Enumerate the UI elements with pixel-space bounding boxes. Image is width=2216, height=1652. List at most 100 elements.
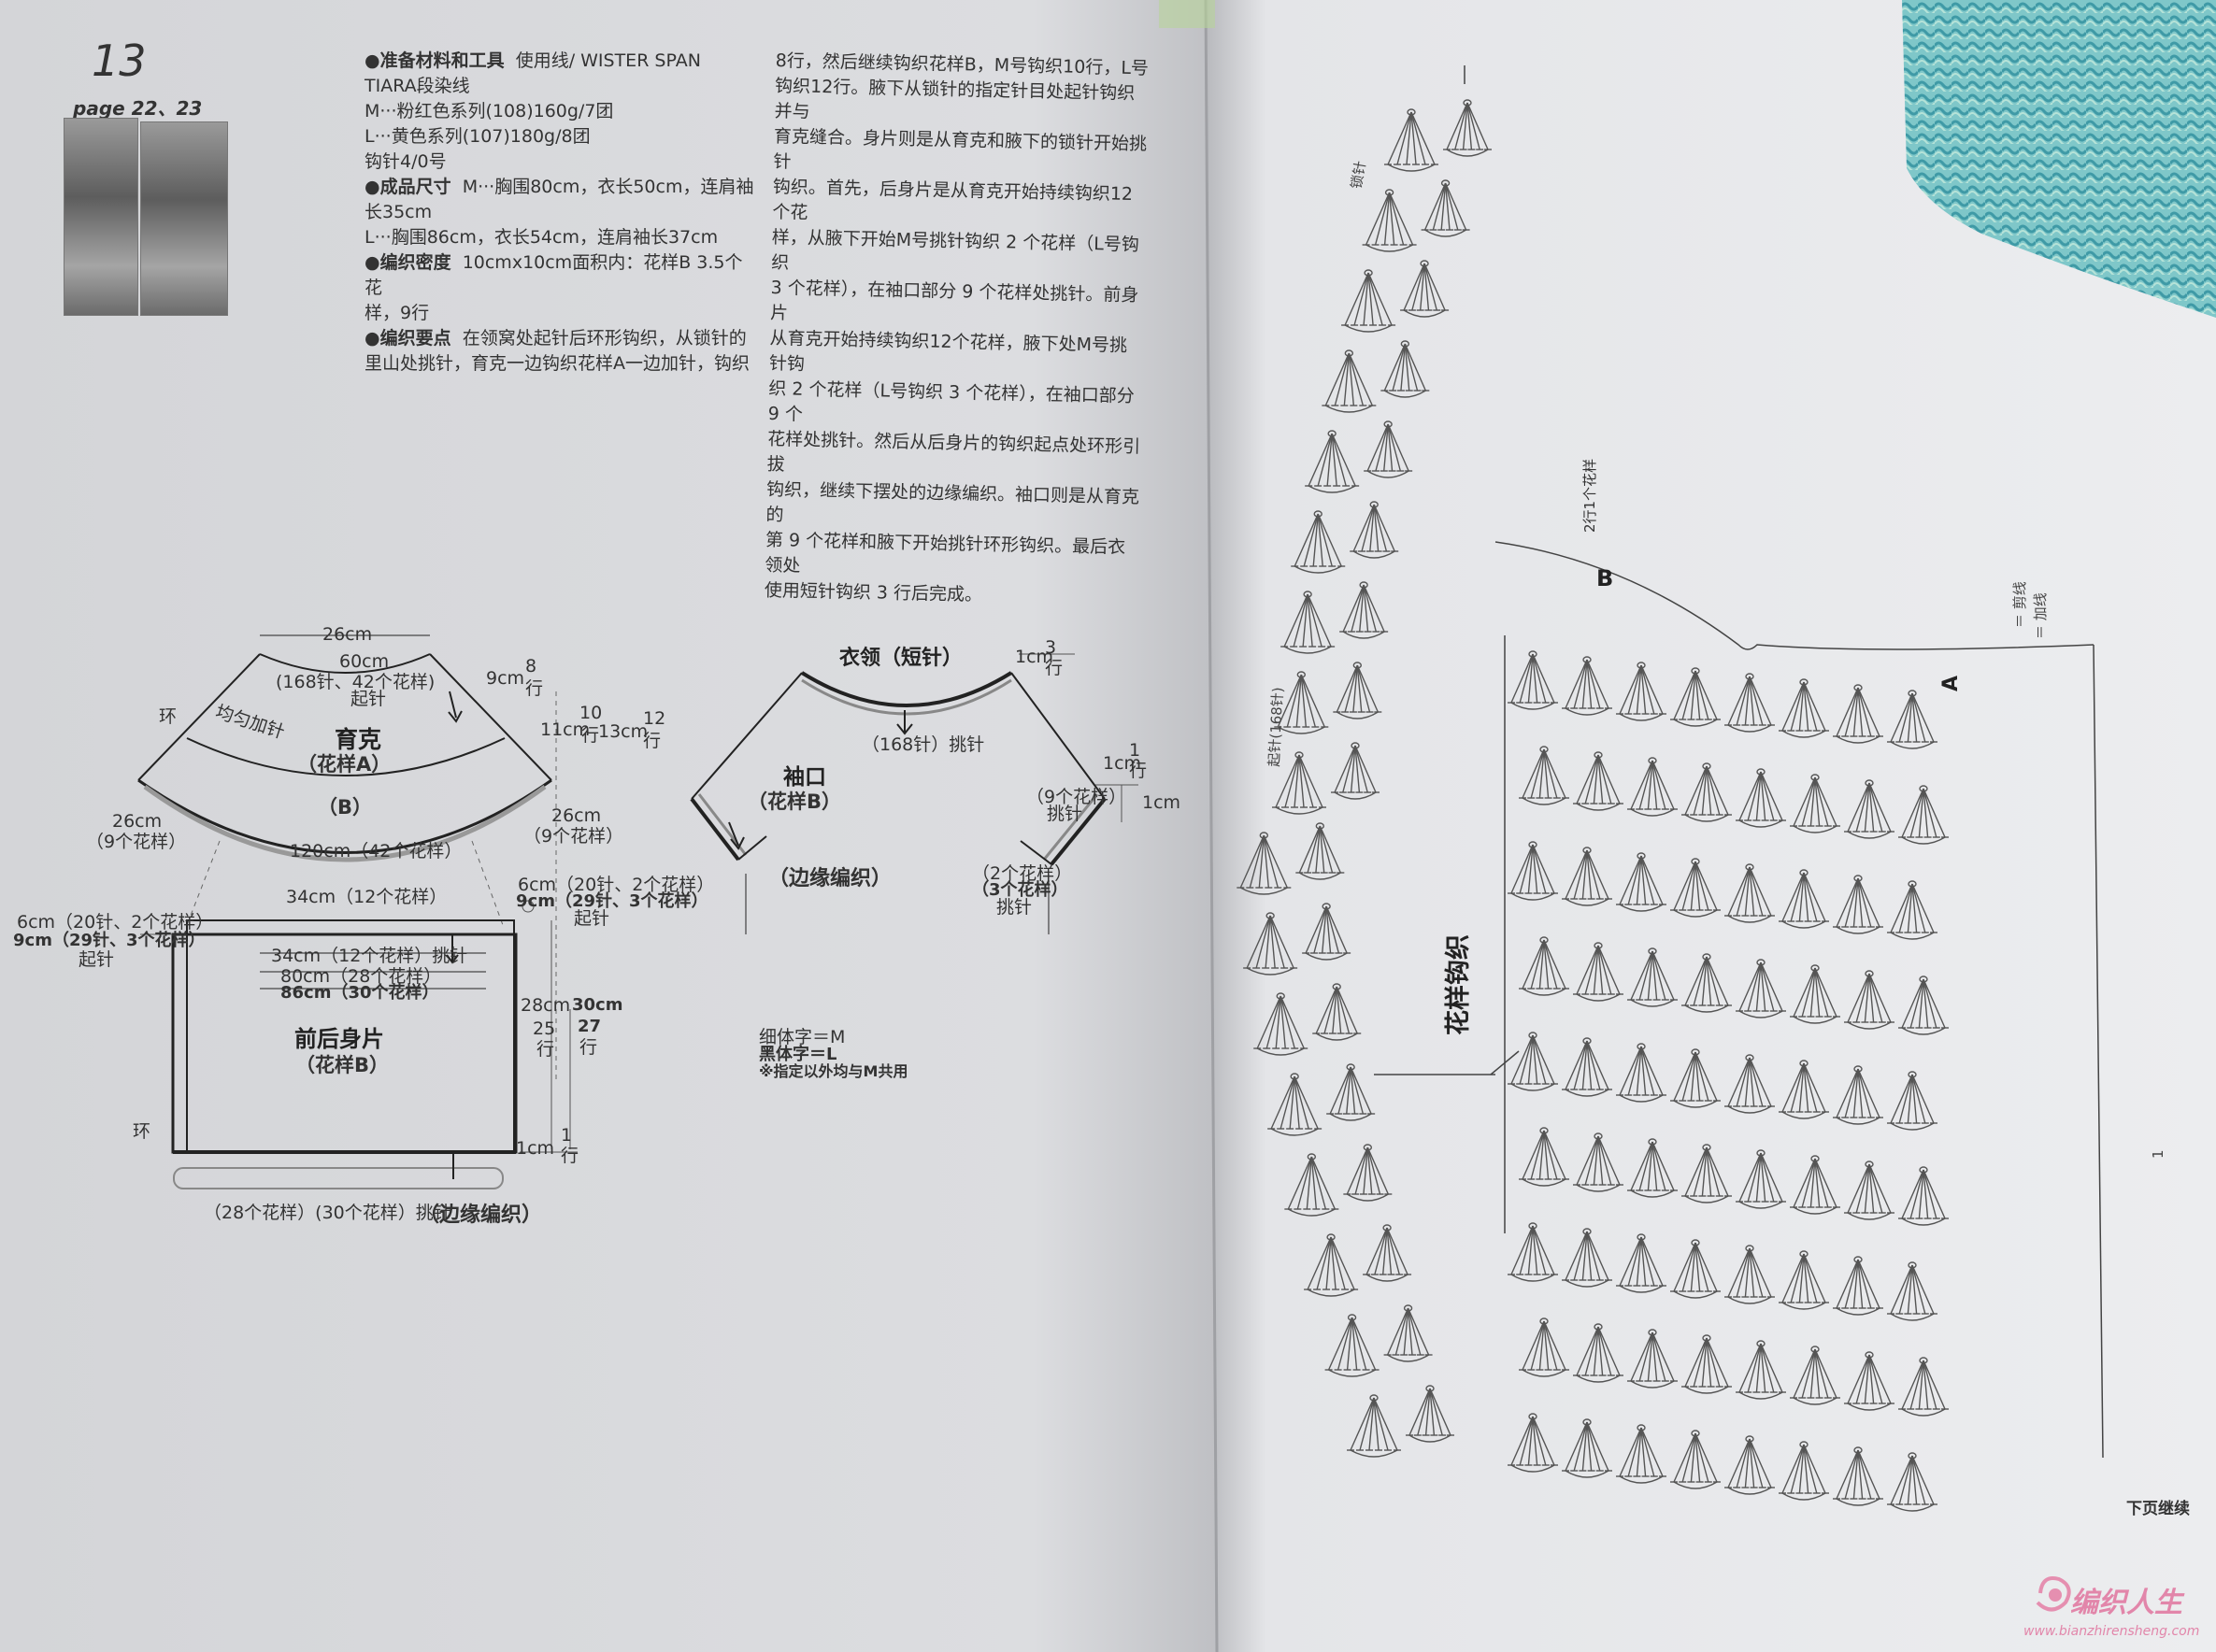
chart-fan-motif xyxy=(1833,1446,1883,1506)
chart-fan-motif xyxy=(1724,863,1775,923)
body-28cm: 28cm xyxy=(521,995,571,1016)
col2-line: 育克缝合。身片则是从育克和腋下的锁针开始挑针 xyxy=(773,125,1148,173)
size-m: M···胸围80cm，衣长50cm，连肩袖 xyxy=(462,177,754,197)
body-27-row: 行 xyxy=(579,1037,598,1058)
gauge-title: ●编织密度 xyxy=(365,252,451,273)
chart-label-b: B xyxy=(1596,565,1614,591)
chart-fan-motif xyxy=(1616,662,1666,721)
sleeve-2: （2个花样） xyxy=(972,863,1073,884)
chart-fan-motif xyxy=(1331,742,1380,800)
chart-fan-motif xyxy=(1670,1239,1721,1299)
chart-fan-motif xyxy=(1887,1071,1937,1131)
yoke-12-row: 行 xyxy=(643,731,662,751)
chart-fan-motif xyxy=(1736,1340,1786,1400)
materials-title: ●准备材料和工具 xyxy=(365,50,505,71)
chart-fan-motif xyxy=(1681,1334,1732,1394)
note-bold: 黑体字＝L xyxy=(759,1045,837,1064)
yoke-12: 12 xyxy=(643,708,666,729)
chart-fan-motif xyxy=(1237,832,1292,895)
chart-fan-motif xyxy=(1562,1418,1612,1478)
body-title: 前后身片 xyxy=(294,1026,384,1052)
chart-fan-motif xyxy=(1833,1065,1883,1125)
chart-fan-motif xyxy=(1280,591,1336,654)
chart-fan-motif xyxy=(1790,1346,1840,1405)
size-l: L···胸围86cm，衣长54cm，连肩袖长37cm xyxy=(365,227,719,248)
note-common: ※指定以外均与M共用 xyxy=(759,1062,908,1080)
crochet-chart xyxy=(1237,99,1949,1512)
chart-fan-motif xyxy=(1304,1233,1359,1297)
yoke-13cm: 13cm xyxy=(598,721,649,742)
chart-fan-motif xyxy=(1627,1329,1678,1389)
yoke-width-26: 26cm xyxy=(322,624,373,645)
chart-fan-motif xyxy=(1384,108,1438,172)
chart-fan-motif xyxy=(1421,179,1470,237)
chart-fan-motif xyxy=(1573,751,1623,811)
legend-join: ＝ 加线 xyxy=(2032,592,2049,639)
chart-fan-motif xyxy=(1724,1245,1775,1304)
chart-fan-motif xyxy=(1291,510,1346,574)
chart-fan-motif xyxy=(1562,1037,1612,1097)
chart-fan-motif xyxy=(1333,662,1382,719)
chart-fan-motif xyxy=(1519,746,1569,805)
chart-label-a: A xyxy=(1939,675,1963,691)
chart-fan-motif xyxy=(1364,420,1413,478)
watermark-url: www.bianzhirensheng.com xyxy=(2023,1624,2200,1639)
points2: 里山处挑针，育克一边钩织花样A一边加针，钩织 xyxy=(365,353,750,374)
chart-fan-motif xyxy=(1887,880,1937,940)
body-right-6cm: 6cm（20针、2个花样） xyxy=(518,875,715,895)
chart-fan-motif xyxy=(1736,1149,1786,1209)
chart-fan-motif xyxy=(1326,1063,1376,1121)
yoke-pattern-a: （花样A） xyxy=(297,753,392,776)
body-80cm: 80cm（28个花样） xyxy=(280,966,442,987)
chart-fan-motif xyxy=(1343,1144,1393,1202)
chart-fan-motif xyxy=(1681,953,1732,1013)
col2-line: 钩织，继续下摆处的边缘编织。袖口则是从育克的 xyxy=(765,478,1140,526)
size-m2: 长35cm xyxy=(365,202,433,222)
chart-fan-motif xyxy=(1790,964,1840,1024)
chart-fan-motif xyxy=(1508,650,1558,710)
body-86cm: 86cm（30个花样） xyxy=(280,983,439,1003)
materials-yarn: 使用线/ WISTER SPAN xyxy=(515,50,701,71)
size-title: ●成品尺寸 xyxy=(365,177,451,197)
chart-fan-motif xyxy=(1347,1394,1401,1458)
yoke-11cm: 11cm xyxy=(540,719,591,740)
collar-pick: （168针）挑针 xyxy=(862,734,985,755)
chart-b-note: 2行1个花样 xyxy=(1581,458,1598,533)
chart-fan-motif xyxy=(1350,501,1399,559)
chart-fan-motif xyxy=(1627,947,1678,1007)
chart-fan-motif xyxy=(1790,774,1840,833)
col2-line: 样，从腋下开始M号挑针钩织 2 个花样（L号钩织 xyxy=(770,226,1140,274)
col2-line: 第 9 个花样和腋下开始挑针环形钩织。最后衣领处 xyxy=(765,529,1126,577)
chart-fan-motif xyxy=(1400,260,1450,318)
chart-fan-motif xyxy=(1406,1385,1454,1443)
body-left-9cm: 9cm（29针、3个花样） xyxy=(13,931,206,950)
chart-fan-motif xyxy=(1833,1256,1883,1316)
body-25: 25 xyxy=(533,1018,556,1039)
yoke-10-row: 行 xyxy=(581,725,600,746)
chart-fan-motif xyxy=(1681,762,1732,822)
yoke-top-60: 60cm xyxy=(339,651,390,672)
yoke-ring: 环 xyxy=(159,706,178,727)
chart-fan-motif xyxy=(1833,875,1883,934)
chart-fan-motif xyxy=(1779,1060,1829,1119)
yoke-right-9: （9个花样） xyxy=(523,826,624,847)
sleeve-row: 行 xyxy=(1129,761,1148,781)
chart-fan-motif xyxy=(1627,757,1678,817)
body-27: 27 xyxy=(578,1017,602,1036)
chart-fan-motif xyxy=(1616,1424,1666,1484)
body-25-row: 行 xyxy=(536,1039,555,1060)
sleeve-title: 袖口 xyxy=(783,765,826,790)
chart-fan-motif xyxy=(1779,1250,1829,1310)
sleeve-side-1cm: 1cm xyxy=(1142,792,1181,813)
chart-fan-motif xyxy=(1844,779,1894,839)
chart-fan-motif xyxy=(1736,768,1786,828)
chart-fan-motif xyxy=(1670,858,1721,918)
chart-fan-motif xyxy=(1844,1161,1894,1220)
page-reference: page 22、23 xyxy=(73,97,203,120)
sleeve-3-pick: 挑针 xyxy=(996,897,1033,918)
legend-cut: ＝ 剪线 xyxy=(2011,581,2028,628)
chart-fan-motif xyxy=(1724,1435,1775,1495)
chart-fan-motif xyxy=(1267,1073,1322,1136)
body-right-9cm: 9cm（29针、3个花样） xyxy=(516,891,708,911)
points1: 在领窝处起针后环形钩织，从锁针的 xyxy=(462,328,747,349)
